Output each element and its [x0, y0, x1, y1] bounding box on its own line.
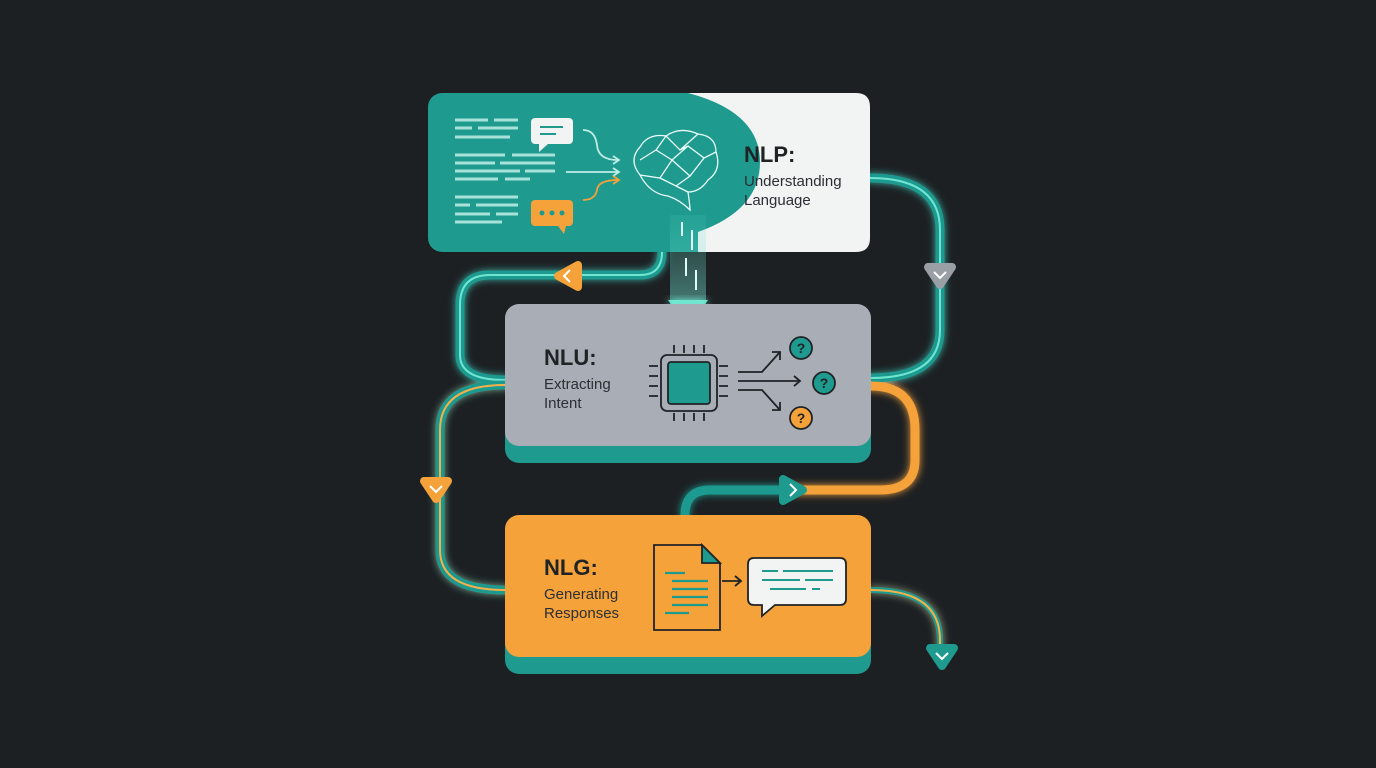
nlp-label: NLP: Understanding Language	[744, 142, 842, 210]
document-icon	[653, 542, 723, 631]
question-mark-icon: ? ? ?	[789, 336, 836, 430]
chevron-right-icon	[779, 475, 807, 505]
nlu-subtitle-2: Intent	[544, 395, 582, 412]
connector-nlg-output	[868, 587, 943, 655]
connector-nlp-to-nlu-right	[865, 173, 945, 383]
arrow-icon	[722, 575, 743, 587]
svg-text:?: ?	[797, 340, 806, 356]
nlp-subtitle-1: Understanding	[744, 173, 842, 190]
brain-network-icon	[633, 129, 719, 212]
chevron-down-icon	[926, 644, 958, 670]
typing-bubble-icon	[531, 200, 573, 234]
nlg-subtitle-2: Responses	[544, 605, 620, 622]
nlg-subtitle-1: Generating	[544, 586, 619, 603]
nlp-subtitle-2: Language	[744, 192, 811, 209]
nlp-title: NLP:	[744, 142, 796, 167]
nlu-title: NLU:	[544, 345, 597, 370]
connector-nlu-to-nlg-left	[435, 380, 510, 595]
nlg-label: NLG: Generating Responses	[544, 555, 619, 623]
processor-chip-icon	[649, 345, 728, 421]
text-lines-icon	[455, 118, 555, 224]
nlu-card: ? ? ?	[505, 304, 871, 463]
connector-nlu-to-nlg-right	[785, 381, 920, 495]
nlu-subtitle-1: Extracting	[544, 376, 611, 393]
chat-bubble-icon	[531, 118, 573, 152]
arrow-icons	[566, 129, 621, 201]
chevron-down-icon	[420, 477, 452, 503]
nlg-title: NLG:	[544, 555, 598, 580]
branch-arrows-icon	[738, 351, 802, 411]
svg-text:?: ?	[820, 375, 829, 391]
nlg-card	[505, 515, 871, 674]
nlp-card	[428, 93, 870, 325]
chevron-down-icon	[924, 263, 956, 289]
chevron-left-icon	[554, 261, 582, 291]
svg-text:?: ?	[797, 410, 806, 426]
chat-bubble-icon	[747, 557, 847, 618]
data-beam	[670, 215, 706, 310]
nlu-label: NLU: Extracting Intent	[544, 345, 611, 413]
